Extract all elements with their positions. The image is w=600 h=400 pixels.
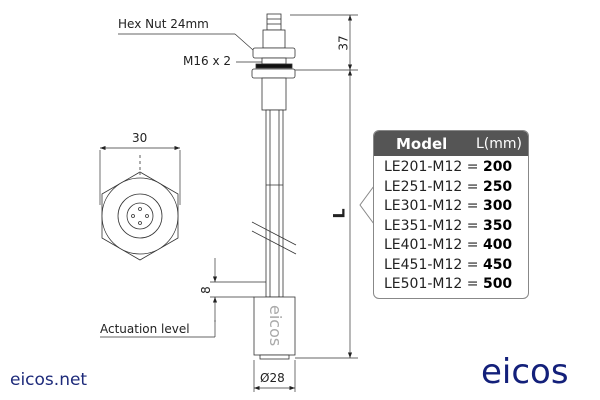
- eicos-logo: eicos: [481, 352, 569, 392]
- hex-nut: [251, 47, 296, 79]
- hex-nut-label: Hex Nut 24mm: [118, 17, 209, 31]
- dim-diameter-label: Ø28: [260, 371, 285, 385]
- break-lines: [251, 221, 297, 255]
- header-model: Model: [396, 134, 448, 153]
- table-row: LE351-M12 = 350: [384, 217, 513, 234]
- dim-8-label: 8: [198, 286, 213, 294]
- table-row: LE451-M12 = 450: [384, 256, 513, 273]
- dim-30-label: 30: [132, 131, 148, 145]
- table-row: LE501-M12 = 500: [384, 276, 513, 292]
- table-row: LE301-M12 = 300: [384, 198, 513, 214]
- actuation-level-label: Actuation level: [100, 322, 190, 336]
- dimension-lines: [99, 14, 358, 392]
- table-row: LE401-M12 = 400: [384, 237, 513, 253]
- table-pointer: [359, 184, 375, 226]
- model-length-table: Model L(mm) LE201-M12 = 200 LE251-M12 = …: [373, 130, 529, 299]
- connector-top: [262, 13, 286, 49]
- header-length: L(mm): [476, 135, 522, 152]
- table-row: LE251-M12 = 250: [384, 178, 513, 195]
- website-text: eicos.net: [10, 370, 88, 390]
- table-row: LE201-M12 = 200: [384, 159, 513, 175]
- sensor-body: [261, 77, 287, 298]
- thread-label: M16 x 2: [183, 54, 231, 68]
- dim-37-label: 37: [336, 35, 351, 51]
- table-header: Model L(mm): [374, 131, 528, 156]
- top-view: [101, 155, 179, 261]
- dim-l-label: L: [329, 208, 349, 219]
- svg-text:eicos: eicos: [266, 305, 285, 346]
- float: eicos: [253, 296, 296, 360]
